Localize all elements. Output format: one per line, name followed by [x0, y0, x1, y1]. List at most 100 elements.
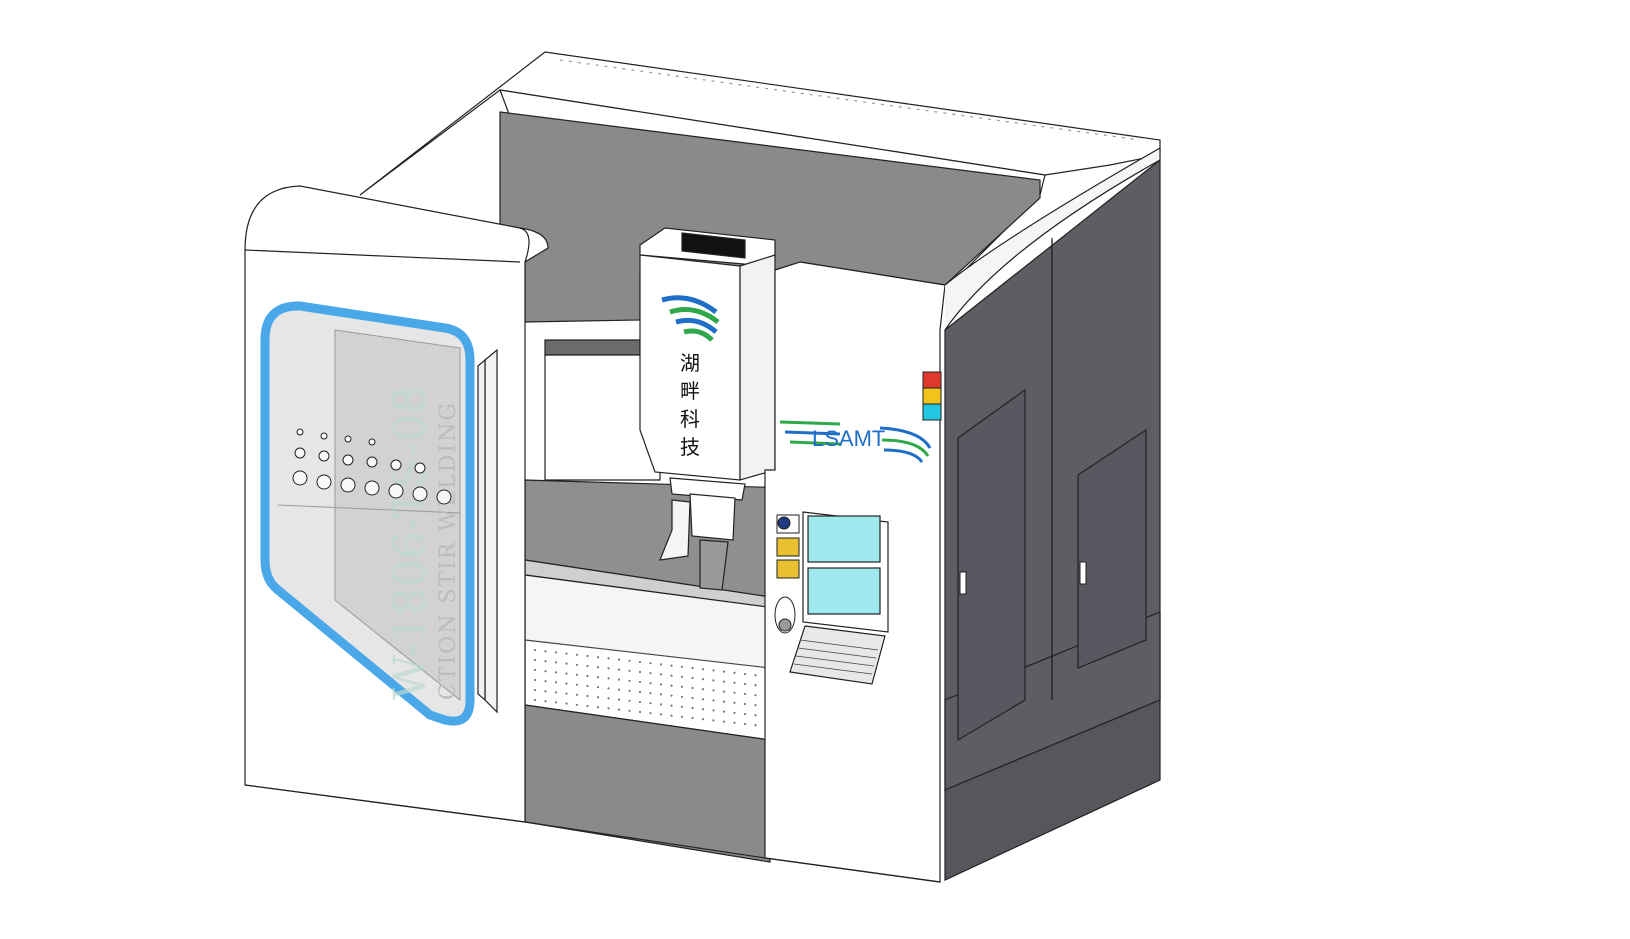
table-hole	[596, 686, 600, 689]
keyboard-panel[interactable]	[789, 625, 886, 685]
table-hole	[680, 685, 684, 688]
table-hole	[586, 674, 589, 678]
table-hole	[617, 658, 621, 661]
table-hole	[575, 673, 579, 676]
table-hole	[596, 706, 600, 709]
table-hole	[733, 671, 736, 674]
table-hole	[701, 678, 705, 681]
base-outline	[244, 784, 941, 883]
table-hole	[680, 715, 684, 718]
table-hole	[617, 678, 621, 681]
table-hole	[565, 702, 568, 705]
table-hole	[607, 707, 610, 710]
table-hole	[670, 704, 673, 707]
table-hole	[701, 668, 705, 671]
table-hole	[754, 724, 757, 727]
brand-name: LSAMT	[812, 426, 885, 451]
table-hole	[554, 681, 558, 684]
spindle-logo-icon	[661, 295, 720, 342]
door-window	[260, 301, 475, 726]
table-hole	[722, 720, 726, 723]
table-hole	[575, 653, 579, 656]
table-hole	[544, 680, 547, 683]
table-hole	[554, 661, 558, 664]
table-hole	[722, 690, 726, 693]
door-handle[interactable]	[477, 348, 498, 714]
table-hole	[712, 669, 715, 672]
table-hole	[659, 693, 663, 696]
table-hole	[743, 682, 747, 686]
table-hole	[754, 694, 757, 697]
table-hole	[638, 700, 642, 704]
emergency-stop-icon[interactable]	[777, 516, 791, 530]
table-hole	[628, 659, 631, 662]
table-hole	[722, 670, 726, 673]
table-hole	[691, 676, 694, 680]
table-hole	[565, 672, 568, 675]
table-hole	[638, 710, 642, 714]
table-hole	[733, 681, 736, 684]
table-hole	[586, 654, 589, 658]
table-hole	[607, 677, 610, 680]
table-hole	[565, 662, 568, 665]
table-hole	[544, 660, 547, 663]
table-hole	[670, 664, 673, 667]
table-hole	[638, 690, 642, 694]
table-hole	[596, 666, 600, 669]
table-hole	[659, 683, 663, 686]
table-hole	[691, 686, 694, 690]
table-hole	[659, 663, 663, 666]
table-hole	[754, 684, 757, 687]
table-hole	[638, 660, 642, 664]
table-hole	[691, 666, 694, 670]
table-hole	[670, 694, 673, 697]
right-cabinet	[944, 158, 1161, 881]
table-hole	[649, 672, 652, 675]
table-hole	[733, 691, 736, 694]
table-hole	[607, 687, 610, 690]
table-hole	[680, 665, 684, 668]
table-hole	[586, 684, 589, 688]
table-hole	[701, 718, 705, 721]
table-hole	[733, 721, 736, 724]
spindle-logo-text-2: 畔	[680, 379, 700, 403]
table-hole	[638, 680, 642, 684]
table-hole	[533, 698, 537, 702]
table-hole	[565, 652, 568, 655]
table-hole	[722, 680, 726, 683]
door-model-text: W-1806-TS-08	[385, 386, 436, 700]
table-hole	[649, 702, 652, 705]
table-hole	[565, 692, 568, 695]
table-hole	[533, 668, 537, 672]
table-hole	[628, 699, 631, 702]
table-hole	[691, 716, 694, 720]
table-hole	[722, 700, 726, 703]
table-hole	[743, 722, 747, 726]
table-hole	[617, 708, 621, 711]
table-hole	[617, 688, 621, 691]
table-hole	[575, 693, 579, 696]
table-hole	[628, 669, 631, 672]
control-panel	[789, 511, 889, 685]
table-hole	[754, 714, 757, 717]
table-hole	[743, 712, 747, 716]
table-hole	[533, 648, 537, 652]
spindle-logo-text-1: 湖	[680, 351, 700, 375]
spindle-logo-text-3: 科	[680, 407, 700, 431]
table-hole	[596, 676, 600, 679]
table-hole	[743, 702, 747, 706]
table-hole	[691, 706, 694, 710]
table-hole	[712, 689, 715, 692]
table-hole	[607, 697, 610, 700]
cabinet-latches[interactable]	[959, 561, 1087, 595]
table-hole	[533, 678, 537, 682]
table-hole	[575, 683, 579, 686]
table-hole	[733, 701, 736, 704]
table-hole	[575, 703, 579, 706]
table-hole	[659, 703, 663, 706]
table-hole	[544, 700, 547, 703]
table-hole	[628, 689, 631, 692]
table-hole	[649, 692, 652, 695]
table-hole	[649, 712, 652, 715]
